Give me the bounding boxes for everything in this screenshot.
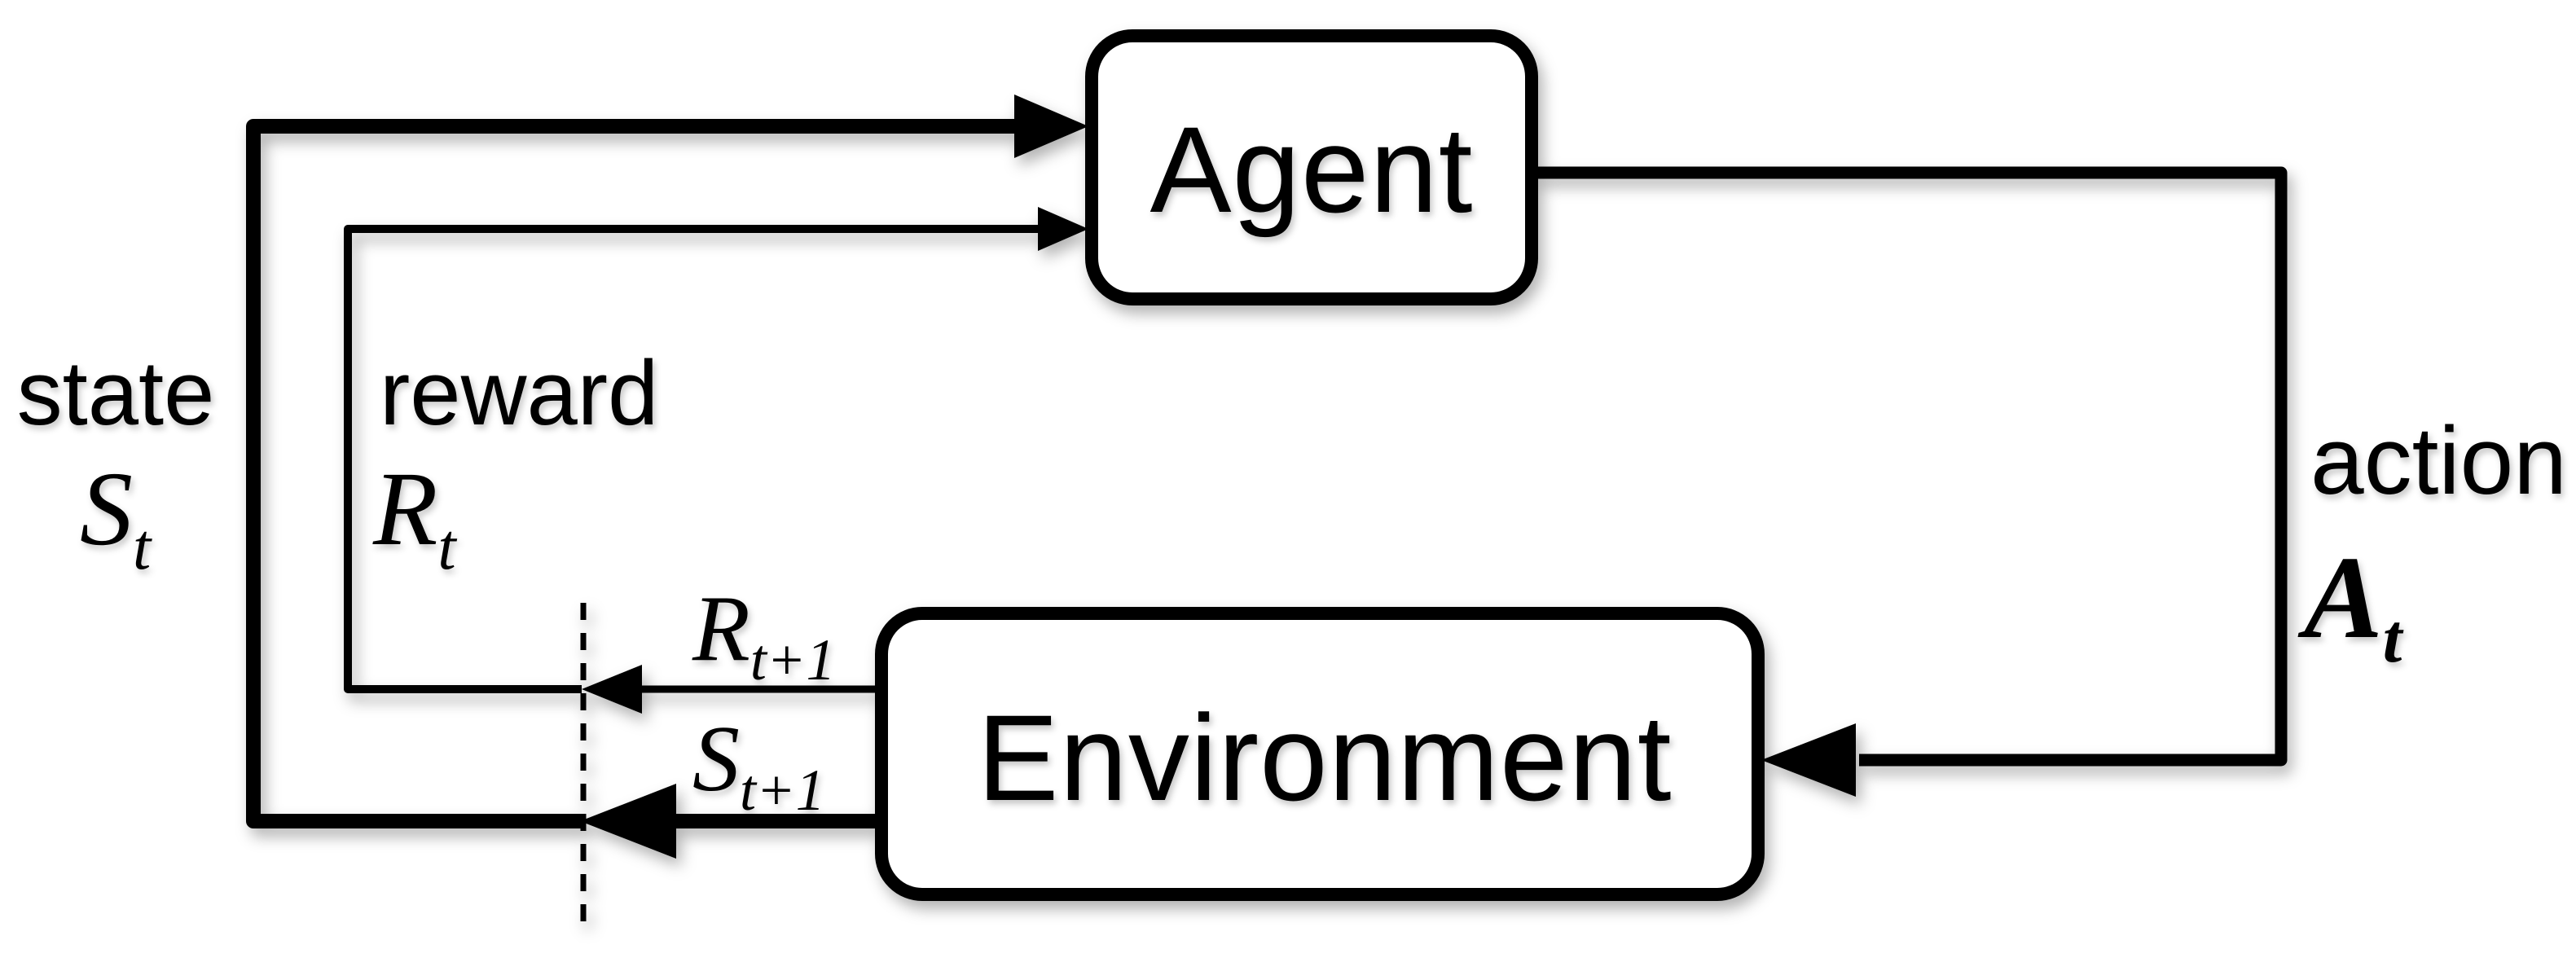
next-state-subscript: t+1 — [740, 758, 825, 823]
action-symbol-subscript: t — [2383, 600, 2404, 677]
state-symbol-label: St — [80, 450, 152, 583]
action-symbol-label: At — [2297, 533, 2404, 677]
next-reward-symbol-label: Rt+1 — [692, 577, 835, 692]
state-into-agent-arrowhead-icon — [1014, 94, 1088, 158]
next-reward-symbol: R — [692, 577, 750, 681]
reward-word-label: reward — [380, 342, 658, 444]
state-line — [246, 119, 1018, 828]
reward-symbol-subscript: t — [437, 512, 457, 583]
environment-node — [875, 607, 1765, 901]
next-state-arrowhead-icon — [580, 784, 676, 859]
next-state-symbol: S — [692, 707, 740, 811]
agent-node-label: Agent — [1150, 101, 1474, 238]
action-line — [1536, 166, 2288, 767]
reward-line — [344, 225, 1041, 693]
next-reward-arrowhead-icon — [582, 665, 642, 714]
action-symbol: A — [2297, 533, 2383, 663]
diagram-shapes — [246, 29, 2288, 930]
diagram-labels: Agent Environment state St reward Rt act… — [17, 101, 2567, 826]
reward-symbol-label: Rt — [372, 450, 457, 583]
state-symbol: S — [80, 450, 133, 568]
agent-node — [1085, 29, 1538, 305]
next-reward-subscript: t+1 — [750, 627, 836, 692]
state-word-label: state — [17, 342, 215, 444]
action-word-label: action — [2310, 407, 2567, 515]
next-state-symbol-label: St+1 — [692, 707, 825, 823]
reward-into-agent-arrowhead-icon — [1038, 207, 1088, 251]
state-symbol-subscript: t — [133, 512, 152, 583]
action-into-environment-arrowhead-icon — [1761, 723, 1856, 797]
environment-node-label: Environment — [977, 689, 1672, 826]
reward-symbol: R — [372, 450, 437, 568]
